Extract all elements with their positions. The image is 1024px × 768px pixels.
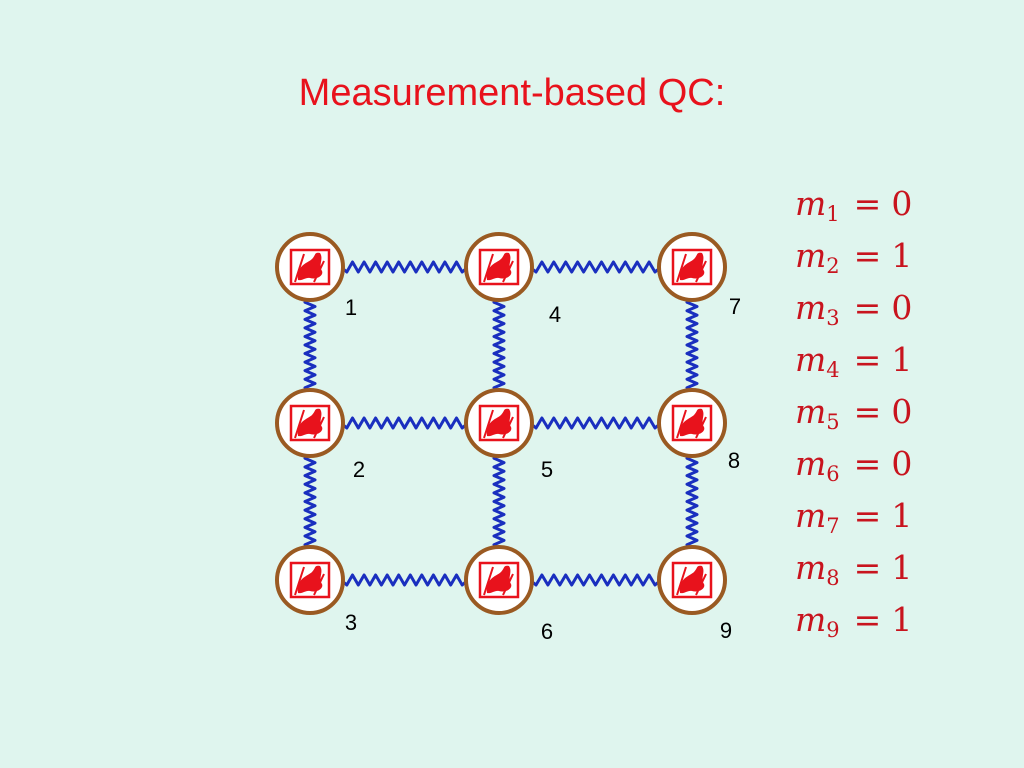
- equals-sign: =: [853, 548, 882, 587]
- qubit-cat-icon: [478, 248, 520, 286]
- outcome-value: 1: [891, 340, 913, 379]
- outcome-m6: m6 =0: [795, 442, 912, 494]
- outcome-index: 9: [826, 618, 840, 642]
- outcome-index: 1: [826, 202, 840, 226]
- qubit-node-7: [657, 232, 727, 302]
- outcome-index: 2: [826, 254, 840, 278]
- outcome-var: m: [795, 340, 827, 379]
- equals-sign: =: [853, 600, 882, 639]
- outcome-var: m: [795, 392, 827, 431]
- bond-layer: [303, 260, 699, 587]
- outcome-value: 0: [891, 184, 913, 223]
- qubit-node-5: [464, 388, 534, 458]
- outcome-value: 1: [891, 548, 913, 587]
- node-label-3: 3: [345, 610, 357, 635]
- outcome-m5: m5 =0: [795, 390, 912, 442]
- bond-1-2: [303, 296, 317, 394]
- outcome-index: 4: [826, 358, 840, 382]
- equals-sign: =: [853, 340, 882, 379]
- equals-sign: =: [853, 444, 882, 483]
- node-label-4: 4: [549, 302, 561, 327]
- bond-5-6: [492, 452, 506, 551]
- equals-sign: =: [853, 236, 882, 275]
- bond-5-8: [529, 416, 662, 430]
- node-label-6: 6: [541, 619, 553, 644]
- qubit-node-1: [275, 232, 345, 302]
- bond-6-9: [529, 573, 662, 587]
- node-label-8: 8: [728, 448, 740, 473]
- outcome-m8: m8 =1: [795, 546, 912, 598]
- outcome-value: 0: [891, 288, 913, 327]
- equals-sign: =: [853, 496, 882, 535]
- outcome-m4: m4 =1: [795, 338, 912, 390]
- qubit-cat-icon: [289, 248, 331, 286]
- equals-sign: =: [853, 288, 882, 327]
- bond-2-3: [303, 452, 317, 551]
- outcome-index: 8: [826, 566, 840, 590]
- outcome-value: 0: [891, 392, 913, 431]
- node-layer: [275, 232, 727, 615]
- qubit-cat-icon: [478, 561, 520, 599]
- outcome-m1: m1 =0: [795, 182, 912, 234]
- slide-title: Measurement-based QC:: [298, 72, 726, 114]
- equals-sign: =: [853, 392, 882, 431]
- bond-3-6: [340, 573, 469, 587]
- node-label-9: 9: [720, 618, 732, 643]
- bond-7-8: [685, 296, 699, 394]
- qubit-node-2: [275, 388, 345, 458]
- qubit-cat-icon: [671, 561, 713, 599]
- outcome-value: 1: [891, 496, 913, 535]
- qubit-node-9: [657, 545, 727, 615]
- bond-2-5: [340, 416, 469, 430]
- node-label-7: 7: [729, 294, 741, 319]
- bond-4-5: [492, 296, 506, 394]
- node-label-layer: 1 4 7 2 5 8 3 6 9: [345, 294, 741, 644]
- outcome-value: 0: [891, 444, 913, 483]
- node-label-5: 5: [541, 457, 553, 482]
- outcome-m7: m7 =1: [795, 494, 912, 546]
- outcome-index: 6: [826, 462, 840, 486]
- outcome-var: m: [795, 496, 827, 535]
- bond-1-4: [340, 260, 469, 274]
- outcome-var: m: [795, 236, 827, 275]
- outcome-index: 5: [826, 410, 840, 434]
- bond-8-9: [685, 452, 699, 551]
- equals-sign: =: [853, 184, 882, 223]
- qubit-cat-icon: [289, 404, 331, 442]
- qubit-cat-icon: [478, 404, 520, 442]
- outcome-m3: m3 =0: [795, 286, 912, 338]
- outcome-var: m: [795, 288, 827, 327]
- qubit-node-3: [275, 545, 345, 615]
- qubit-node-8: [657, 388, 727, 458]
- qubit-cat-icon: [671, 404, 713, 442]
- outcome-value: 1: [891, 600, 913, 639]
- outcome-var: m: [795, 184, 827, 223]
- outcome-m9: m9 =1: [795, 598, 912, 650]
- node-label-1: 1: [345, 295, 357, 320]
- qubit-cat-icon: [671, 248, 713, 286]
- bond-4-7: [529, 260, 662, 274]
- outcome-var: m: [795, 600, 827, 639]
- outcome-value: 1: [891, 236, 913, 275]
- qubit-node-4: [464, 232, 534, 302]
- qubit-node-6: [464, 545, 534, 615]
- outcome-var: m: [795, 444, 827, 483]
- outcome-m2: m2 =1: [795, 234, 912, 286]
- outcome-index: 3: [826, 306, 840, 330]
- outcome-var: m: [795, 548, 827, 587]
- qubit-cat-icon: [289, 561, 331, 599]
- outcome-index: 7: [826, 514, 840, 538]
- node-label-2: 2: [353, 457, 365, 482]
